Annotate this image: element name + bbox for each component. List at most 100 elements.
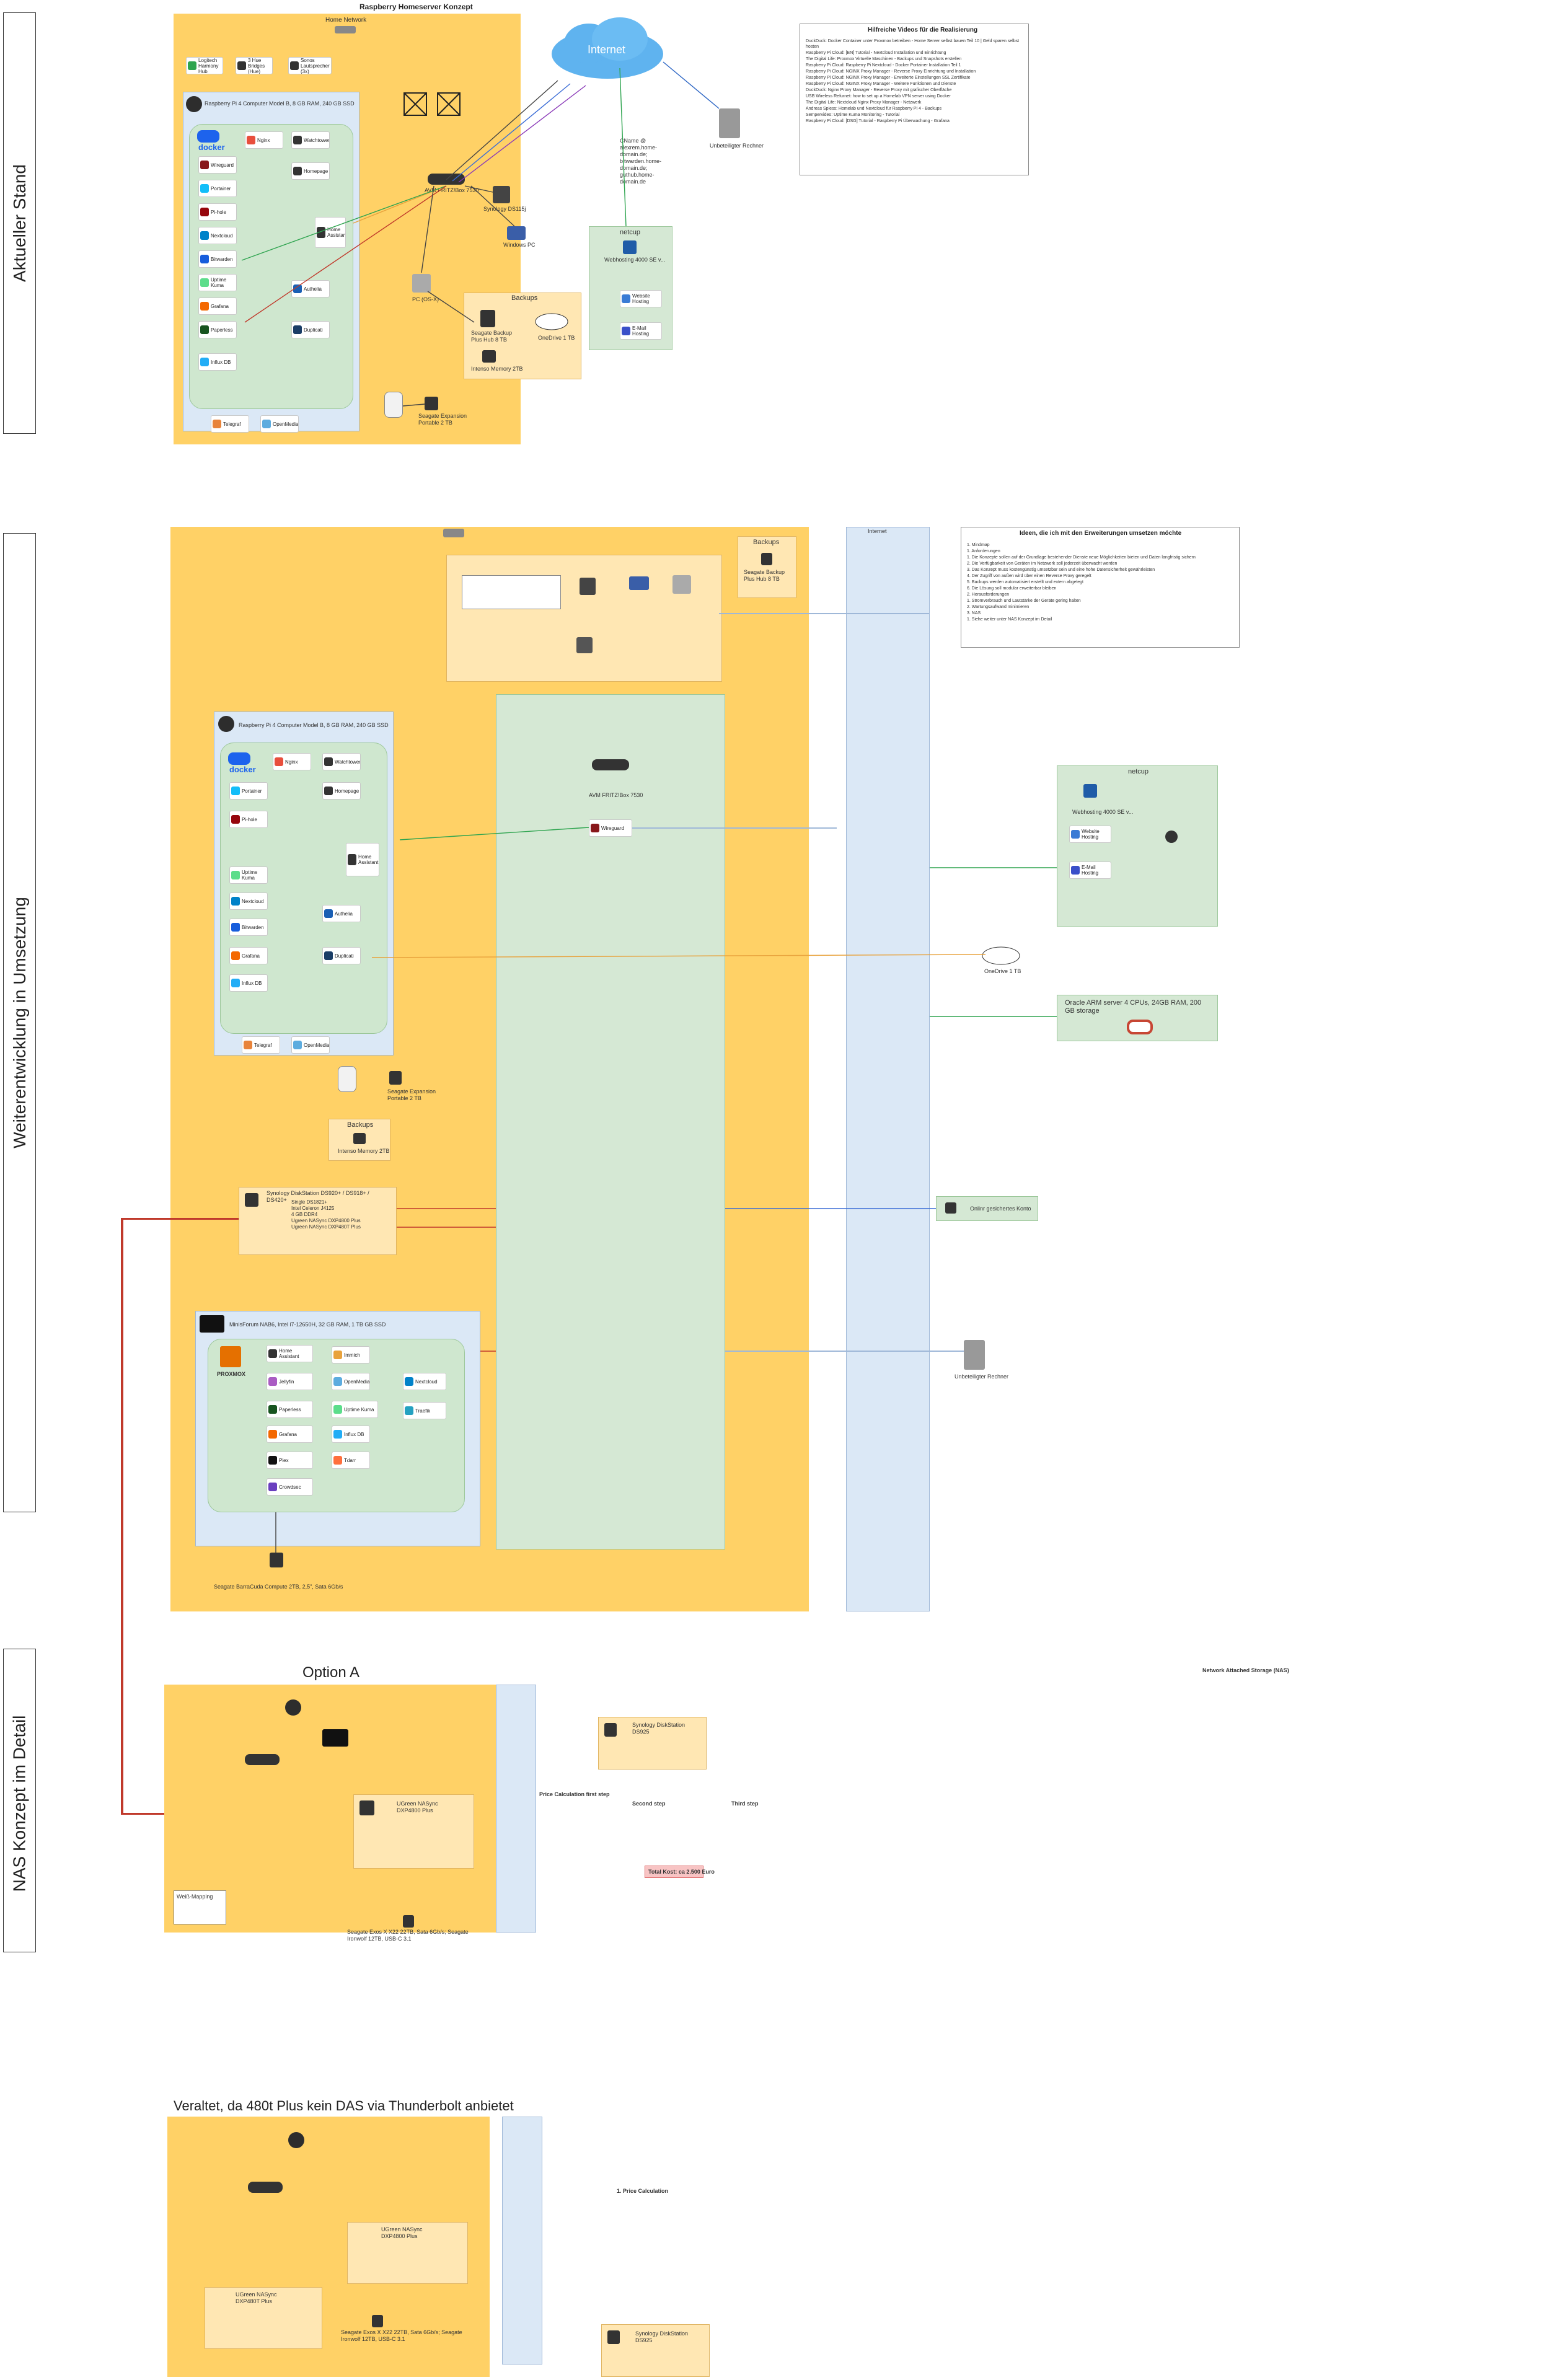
s2-tile-omv[interactable]: OpenMediaVault <box>291 1036 330 1054</box>
s2-tile-influx[interactable]: Influx DB <box>229 974 268 992</box>
s1-mac-icon <box>412 274 431 293</box>
s2-router-zone <box>496 694 725 1549</box>
s1-backups-box <box>464 293 581 379</box>
side-frame-top <box>3 12 36 434</box>
s2-internet-column <box>846 527 930 1611</box>
s1-tile-nextcloud[interactable]: Nextcloud <box>198 227 237 244</box>
s2-website-hosting-tile[interactable]: Website Hosting <box>1069 826 1111 843</box>
s2-px-immich[interactable]: Immich <box>332 1346 370 1364</box>
s2-px-plex[interactable]: Plex <box>267 1452 313 1469</box>
s2-px-jellyfin[interactable]: Jellyfin <box>267 1373 313 1390</box>
s2-expansion-icon <box>338 1066 356 1092</box>
nas-internet-column <box>496 1685 536 1933</box>
s2-wireguard-tile[interactable]: Wireguard <box>589 819 632 837</box>
s2-expansion-label: Seagate Expansion Portable 2 TB <box>387 1088 436 1101</box>
s4-internet-column <box>502 2117 542 2365</box>
s1-tile-watchtower[interactable]: Watchtower <box>291 131 330 149</box>
s2-tile-grafana[interactable]: Grafana <box>229 947 268 964</box>
s1-tile-authelia[interactable]: Authelia <box>291 280 330 298</box>
s2-tile-watchtower[interactable]: Watchtower <box>322 753 361 770</box>
s2-px-nextcloud[interactable]: Nextcloud <box>403 1373 446 1390</box>
s2-px-tdarr[interactable]: Tdarr <box>332 1452 370 1469</box>
s2-px-homeassistant[interactable]: Home Assistant <box>267 1345 313 1362</box>
nas-requirements-title: Network Attached Storage (NAS) <box>1202 1667 1289 1673</box>
nas-price-title: Price Calculation first step <box>539 1791 610 1797</box>
nas-synology-icon <box>604 1723 617 1737</box>
s1-tile-portainer[interactable]: Portainer <box>198 180 237 197</box>
s1-tile-homeassistant[interactable]: Home Assistant <box>315 217 346 248</box>
s2-nas-box <box>239 1187 397 1255</box>
s1-router-label: AVM FRITZ!Box 7530 <box>425 187 479 193</box>
s2-tile-nginx[interactable]: Nginx <box>273 753 311 770</box>
s2-backups-title: Backups <box>753 539 780 546</box>
s4-price-title: 1. Price Calculation <box>617 2188 669 2194</box>
s4-title: Veraltet, da 480t Plus kein DAS via Thun… <box>174 2098 514 2113</box>
s1-tile-duplicati[interactable]: Duplicati <box>291 321 330 338</box>
s2-tile-homepage[interactable]: Homepage <box>322 782 361 800</box>
s1-email-hosting-tile[interactable]: E-Mail Hosting <box>620 322 662 340</box>
s1-device-hue: 3 Hue Bridges (Hue) <box>236 57 273 74</box>
nas-minis-icon <box>322 1729 348 1747</box>
s2-tile-homeassistant[interactable]: Home Assistant <box>346 843 379 876</box>
s2-tile-uptime[interactable]: Uptime Kuma <box>229 866 268 884</box>
s1-tile-nginx[interactable]: Nginx <box>245 131 283 149</box>
s2-netcup-title: netcup <box>1128 768 1149 775</box>
s1-tile-grafana[interactable]: Grafana <box>198 298 237 315</box>
docker-whale-icon <box>197 130 219 143</box>
s1-tile-paperless[interactable]: Paperless <box>198 321 237 338</box>
s2-router-icon <box>592 759 629 770</box>
s2-nas-icon <box>245 1193 258 1207</box>
s2-intenso-label: Intenso Memory 2TB <box>338 1148 390 1154</box>
s1-website-hosting-tile[interactable]: Website Hosting <box>620 290 662 307</box>
s4-ugreen-a-label: UGreen NASync DXP4800 Plus <box>381 2226 423 2239</box>
s2-oracle-logo-icon <box>1127 1020 1153 1034</box>
s1-tile-telegraf[interactable]: Telegraf <box>211 415 249 433</box>
s1-tile-influx[interactable]: Influx DB <box>198 353 237 371</box>
s1-tile-omv[interactable]: OpenMediaVault <box>260 415 299 433</box>
s4-synology-label: Synology DiskStation DS925 <box>635 2330 689 2343</box>
s2-px-influx[interactable]: Influx DB <box>332 1426 370 1443</box>
s2-tile-duplicati[interactable]: Duplicati <box>322 947 361 964</box>
s2-px-grafana[interactable]: Grafana <box>267 1426 313 1443</box>
s1-router-icon <box>428 174 465 185</box>
nas-router-icon <box>245 1754 280 1765</box>
s2-tile-telegraf[interactable]: Telegraf <box>242 1036 280 1054</box>
s1-tile-uptime[interactable]: Uptime Kuma <box>198 274 237 291</box>
s1-expansion-icon <box>384 392 403 418</box>
s1-unbeteiligt-label: Unbeteiligter Rechner <box>710 143 764 149</box>
s4-synology-icon <box>607 2330 620 2344</box>
s1-netcup-title: netcup <box>620 229 641 236</box>
s2-tile-portainer[interactable]: Portainer <box>229 782 268 800</box>
s1-tile-pihole[interactable]: Pi-hole <box>198 203 237 221</box>
s2-tile-nextcloud[interactable]: Nextcloud <box>229 892 268 910</box>
s1-tile-homepage[interactable]: Homepage <box>291 162 330 180</box>
s1-windows-pc-icon <box>507 226 526 240</box>
s2-tile-authelia[interactable]: Authelia <box>322 905 361 922</box>
s2-px-uptime[interactable]: Uptime Kuma <box>332 1401 378 1418</box>
s1-mac-label: PC (OS-X) <box>412 296 439 302</box>
s4-exos-label: Seagate Exos X X22 22TB, Sata 6Gb/s; Sea… <box>341 2329 462 2342</box>
s1-tile-bitwarden[interactable]: Bitwarden <box>198 250 237 268</box>
s2-px-paperless[interactable]: Paperless <box>267 1401 313 1418</box>
s2-win-icon <box>629 576 649 590</box>
s2-email-hosting-tile[interactable]: E-Mail Hosting <box>1069 862 1111 879</box>
s2-backup-disk-label: Seagate Backup Plus Hub 8 TB <box>744 569 785 582</box>
s1-tile-wireguard[interactable]: Wireguard <box>198 156 237 174</box>
nas-price-third: Third step <box>731 1800 759 1807</box>
s2-nas-unit: Synology DiskStation DS920+ / DS918+ / D… <box>267 1190 369 1203</box>
nas-total-box <box>645 1866 703 1878</box>
s1-cname-note: CName @ alexrem.home-domain.de; bitwarde… <box>620 138 662 185</box>
s2-intenso-icon <box>353 1133 366 1144</box>
nas-ugreen-label: UGreen NASync DXP4800 Plus <box>397 1800 438 1814</box>
s1-expansion-disk-icon <box>425 397 438 410</box>
switch-icon <box>335 26 356 33</box>
s2-px-traefik[interactable]: Traefik <box>403 1402 446 1419</box>
s2-tile-pihole[interactable]: Pi-hole <box>229 811 268 828</box>
s2-ds-icon <box>580 578 596 595</box>
s2-px-crowdsec[interactable]: Crowdsec <box>267 1478 313 1496</box>
nas-link-bottom <box>121 1813 164 1815</box>
s2-px-omv[interactable]: OpenMediaVault <box>332 1373 370 1390</box>
s1-title: Raspberry Homeserver Konzept <box>359 2 473 11</box>
s2-tile-bitwarden[interactable]: Bitwarden <box>229 919 268 936</box>
